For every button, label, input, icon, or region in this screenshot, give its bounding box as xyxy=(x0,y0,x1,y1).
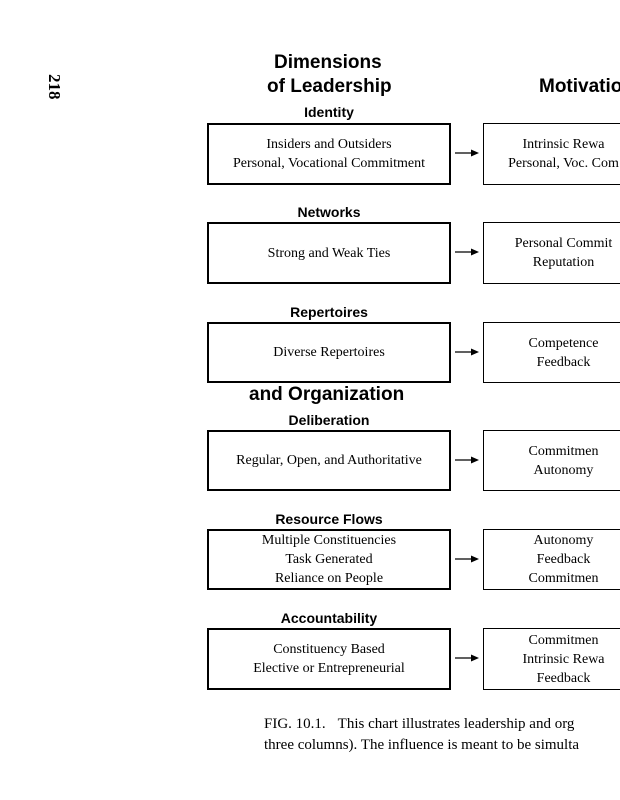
box-repertoires-motivation: Competence Feedback xyxy=(483,322,620,383)
box-deliberation-motivation: Commitmen Autonomy xyxy=(483,430,620,491)
box-networks: Strong and Weak Ties xyxy=(207,222,451,284)
box-resource-flows: Multiple Constituencies Task Generated R… xyxy=(207,529,451,590)
box-line: Strong and Weak Ties xyxy=(267,245,391,261)
heading-repertoires: Repertoires xyxy=(290,304,368,320)
box-identity: Insiders and Outsiders Personal, Vocatio… xyxy=(207,123,451,185)
heading-accountability: Accountability xyxy=(280,610,378,626)
box-line: Multiple Constituencies xyxy=(261,533,397,548)
box-deliberation: Regular, Open, and Authoritative xyxy=(207,430,451,491)
box-line: Intrinsic Rewa xyxy=(522,137,605,152)
box-line: Commitmen xyxy=(528,571,599,586)
title-motivation: Motivation xyxy=(539,76,620,97)
box-line: Task Generated xyxy=(285,552,373,567)
title-dimensions: Dimensions xyxy=(274,52,382,73)
box-line: Elective or Entrepreneurial xyxy=(253,661,405,676)
box-line: Insiders and Outsiders xyxy=(266,137,392,152)
arrow-icon xyxy=(455,555,479,563)
caption-line-1: This chart illustrates leadership and or… xyxy=(337,716,575,732)
box-line: Regular, Open, and Authoritative xyxy=(236,453,422,468)
arrow-icon xyxy=(455,248,479,256)
box-resource-flows-motivation: Autonomy Feedback Commitmen xyxy=(483,529,620,590)
heading-identity: Identity xyxy=(304,104,354,120)
box-networks-motivation: Personal Commit Reputation xyxy=(483,222,620,284)
box-line: Autonomy xyxy=(533,462,594,478)
box-line: Feedback xyxy=(536,552,591,567)
caption-line-2: three columns). The influence is meant t… xyxy=(264,737,580,753)
page-number: 218 xyxy=(45,74,64,100)
title-of-leadership: of Leadership xyxy=(267,76,392,97)
figure-caption: FIG. 10.1. This chart illustrates leaders… xyxy=(264,714,579,756)
box-line: Reliance on People xyxy=(274,571,384,586)
box-line: Competence xyxy=(528,335,599,351)
box-repertoires: Diverse Repertoires xyxy=(207,322,451,383)
figure-label: FIG. 10.1. xyxy=(264,716,326,732)
box-line: Commitmen xyxy=(528,632,599,648)
box-line: Personal, Voc. Com xyxy=(508,156,619,171)
box-line: Feedback xyxy=(536,670,591,686)
box-accountability: Constituency Based Elective or Entrepren… xyxy=(207,628,451,690)
heading-networks: Networks xyxy=(297,204,361,220)
title-and-organization: and Organization xyxy=(249,384,405,405)
box-line: Feedback xyxy=(536,354,591,370)
box-identity-motivation: Intrinsic Rewa Personal, Voc. Com xyxy=(483,123,620,185)
box-line: Reputation xyxy=(532,255,595,270)
heading-deliberation: Deliberation xyxy=(288,412,370,428)
arrow-icon xyxy=(455,348,479,356)
box-line: Diverse Repertoires xyxy=(273,345,385,360)
box-line: Personal, Vocational Commitment xyxy=(233,156,425,171)
arrow-icon xyxy=(455,456,479,464)
box-line: Intrinsic Rewa xyxy=(522,651,605,667)
box-line: Constituency Based xyxy=(273,642,385,657)
arrow-icon xyxy=(455,149,479,157)
arrow-icon xyxy=(455,654,479,662)
box-line: Autonomy xyxy=(533,533,594,548)
heading-resource-flows: Resource Flows xyxy=(275,511,383,527)
box-line: Commitmen xyxy=(528,443,599,459)
box-line: Personal Commit xyxy=(514,236,613,251)
box-accountability-motivation: Commitmen Intrinsic Rewa Feedback xyxy=(483,628,620,690)
